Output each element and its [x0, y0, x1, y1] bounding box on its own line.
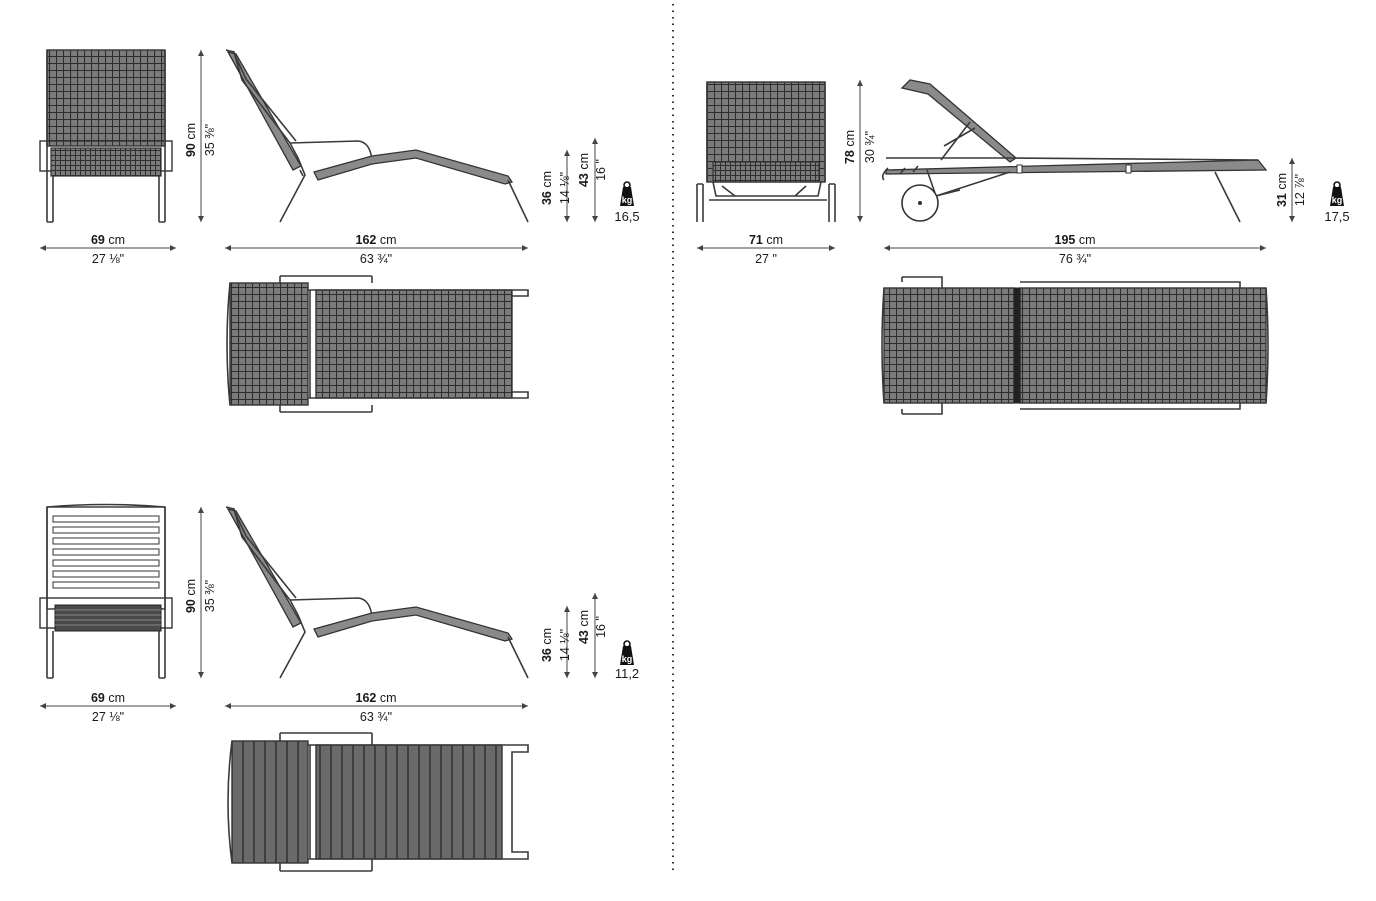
panel-a-length-cm: 162 cm — [355, 233, 397, 247]
panel-c-length-cm: 195 cm — [1054, 233, 1096, 247]
panel-c-front-view — [696, 81, 836, 222]
panel-a-seat-height-in: 14 ⅛" — [558, 171, 572, 205]
weight-kg-icon: kg — [1330, 181, 1344, 206]
panel-c-height-cm: 78 cm — [843, 129, 857, 165]
panel-b-seat-height-in: 14 ⅛" — [558, 628, 572, 662]
panel-a-front-view — [39, 49, 173, 223]
panel-c-top-view — [881, 276, 1269, 415]
panel-b-length-in: 63 ¾" — [359, 710, 393, 724]
panel-c-width-in: 27 " — [755, 252, 777, 266]
panel-b-seat-height-cm: 36 cm — [540, 627, 554, 663]
panel-a-arm-height-in: 16 " — [594, 159, 608, 181]
panel-b-width-cm: 69 cm — [90, 691, 126, 705]
panel-c-weight: 17,5 — [1324, 209, 1350, 224]
panel-b-arm-height-in: 16 " — [594, 616, 608, 638]
panel-b-length-cm: 162 cm — [355, 691, 397, 705]
weight-kg-icon: kg — [620, 640, 634, 665]
panel-a-height-in: 35 ⅜" — [203, 123, 217, 157]
panel-a-width-cm: 69 cm — [90, 233, 126, 247]
panel-b-weight: 11,2 — [614, 666, 640, 681]
panel-b-front-view — [39, 503, 173, 679]
panel-a-side-view — [225, 49, 529, 223]
panel-c-seat-height-in: 12 ⅞" — [1293, 173, 1307, 207]
panel-b-top-view — [227, 732, 529, 872]
panel-b-width-in: 27 ⅛" — [91, 710, 125, 724]
panel-a-top-view — [226, 275, 529, 413]
panel-a-weight: 16,5 — [614, 209, 640, 224]
panel-c-width-cm: 71 cm — [748, 233, 784, 247]
panel-b-arm-height-cm: 43 cm — [577, 609, 591, 645]
panel-a-arm-height-cm: 43 cm — [577, 152, 591, 188]
svg-text:kg: kg — [622, 195, 633, 205]
panel-b-height-in: 35 ⅜" — [203, 579, 217, 613]
svg-text:kg: kg — [622, 654, 633, 664]
panel-b-side-view — [225, 506, 529, 679]
dimension-lines — [40, 50, 1293, 707]
panel-a-seat-height-cm: 36 cm — [540, 170, 554, 206]
panel-a-length-in: 63 ¾" — [359, 252, 393, 266]
panel-c-side-view — [881, 79, 1268, 223]
panel-c-length-in: 76 ¾" — [1058, 252, 1092, 266]
panel-a-width-in: 27 ⅛" — [91, 252, 125, 266]
panel-c-height-in: 30 ¾" — [863, 130, 877, 164]
weight-kg-icon: kg — [620, 181, 634, 206]
panel-c-seat-height-cm: 31 cm — [1275, 172, 1289, 208]
panel-b-height-cm: 90 cm — [184, 578, 198, 614]
panel-a-height-cm: 90 cm — [184, 122, 198, 158]
svg-text:kg: kg — [1332, 195, 1343, 205]
